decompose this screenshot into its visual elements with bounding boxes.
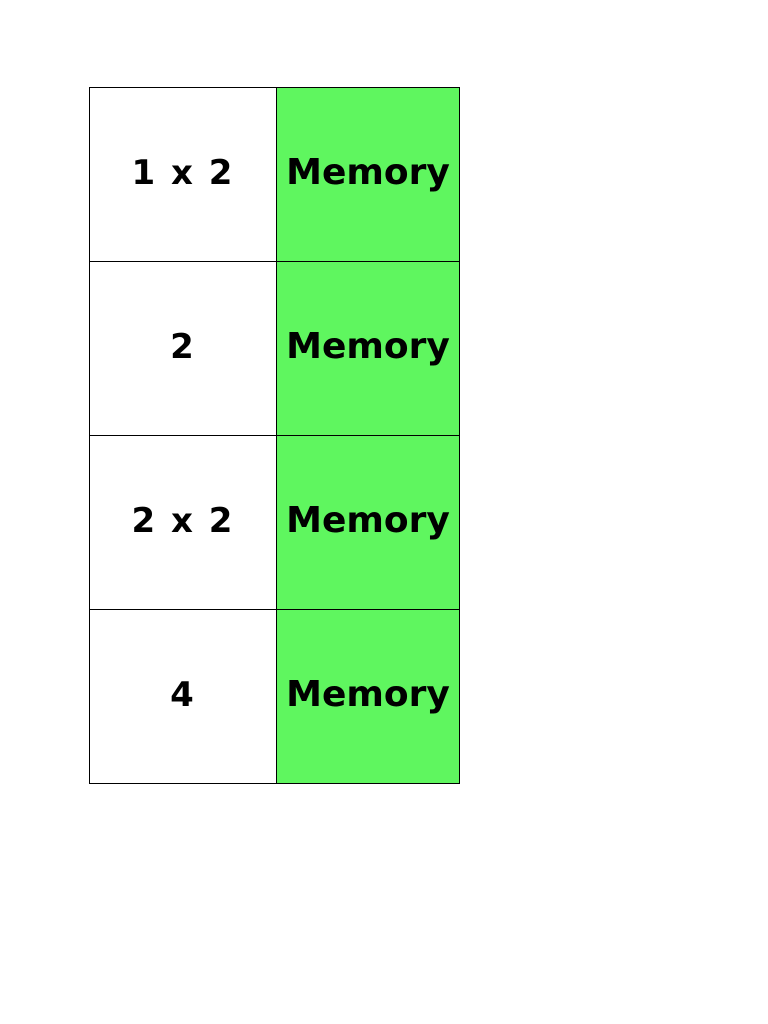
expression-cell: 2 x 2 — [89, 435, 277, 610]
expression-text: 2 x 2 — [131, 500, 235, 541]
expression-text: 4 — [170, 674, 196, 715]
table-row: 4 Memory — [89, 609, 460, 784]
expression-cell: 1 x 2 — [89, 87, 277, 262]
expression-text: 1 x 2 — [131, 152, 235, 193]
table-row: 2 x 2 Memory — [89, 435, 460, 610]
memory-label-cell: Memory — [276, 261, 460, 436]
expression-cell: 2 — [89, 261, 277, 436]
memory-label-text: Memory — [286, 673, 450, 715]
memory-label-cell: Memory — [276, 609, 460, 784]
memory-table: 1 x 2 Memory 2 Memory 2 x 2 Memory — [89, 87, 460, 784]
table-row: 2 Memory — [89, 261, 460, 436]
memory-label-text: Memory — [286, 325, 450, 367]
memory-table-body: 1 x 2 Memory 2 Memory 2 x 2 Memory — [89, 87, 460, 784]
expression-cell: 4 — [89, 609, 277, 784]
memory-label-cell: Memory — [276, 435, 460, 610]
table-row: 1 x 2 Memory — [89, 87, 460, 262]
memory-label-text: Memory — [286, 499, 450, 541]
memory-label-cell: Memory — [276, 87, 460, 262]
expression-text: 2 — [170, 326, 196, 367]
memory-label-text: Memory — [286, 151, 450, 193]
